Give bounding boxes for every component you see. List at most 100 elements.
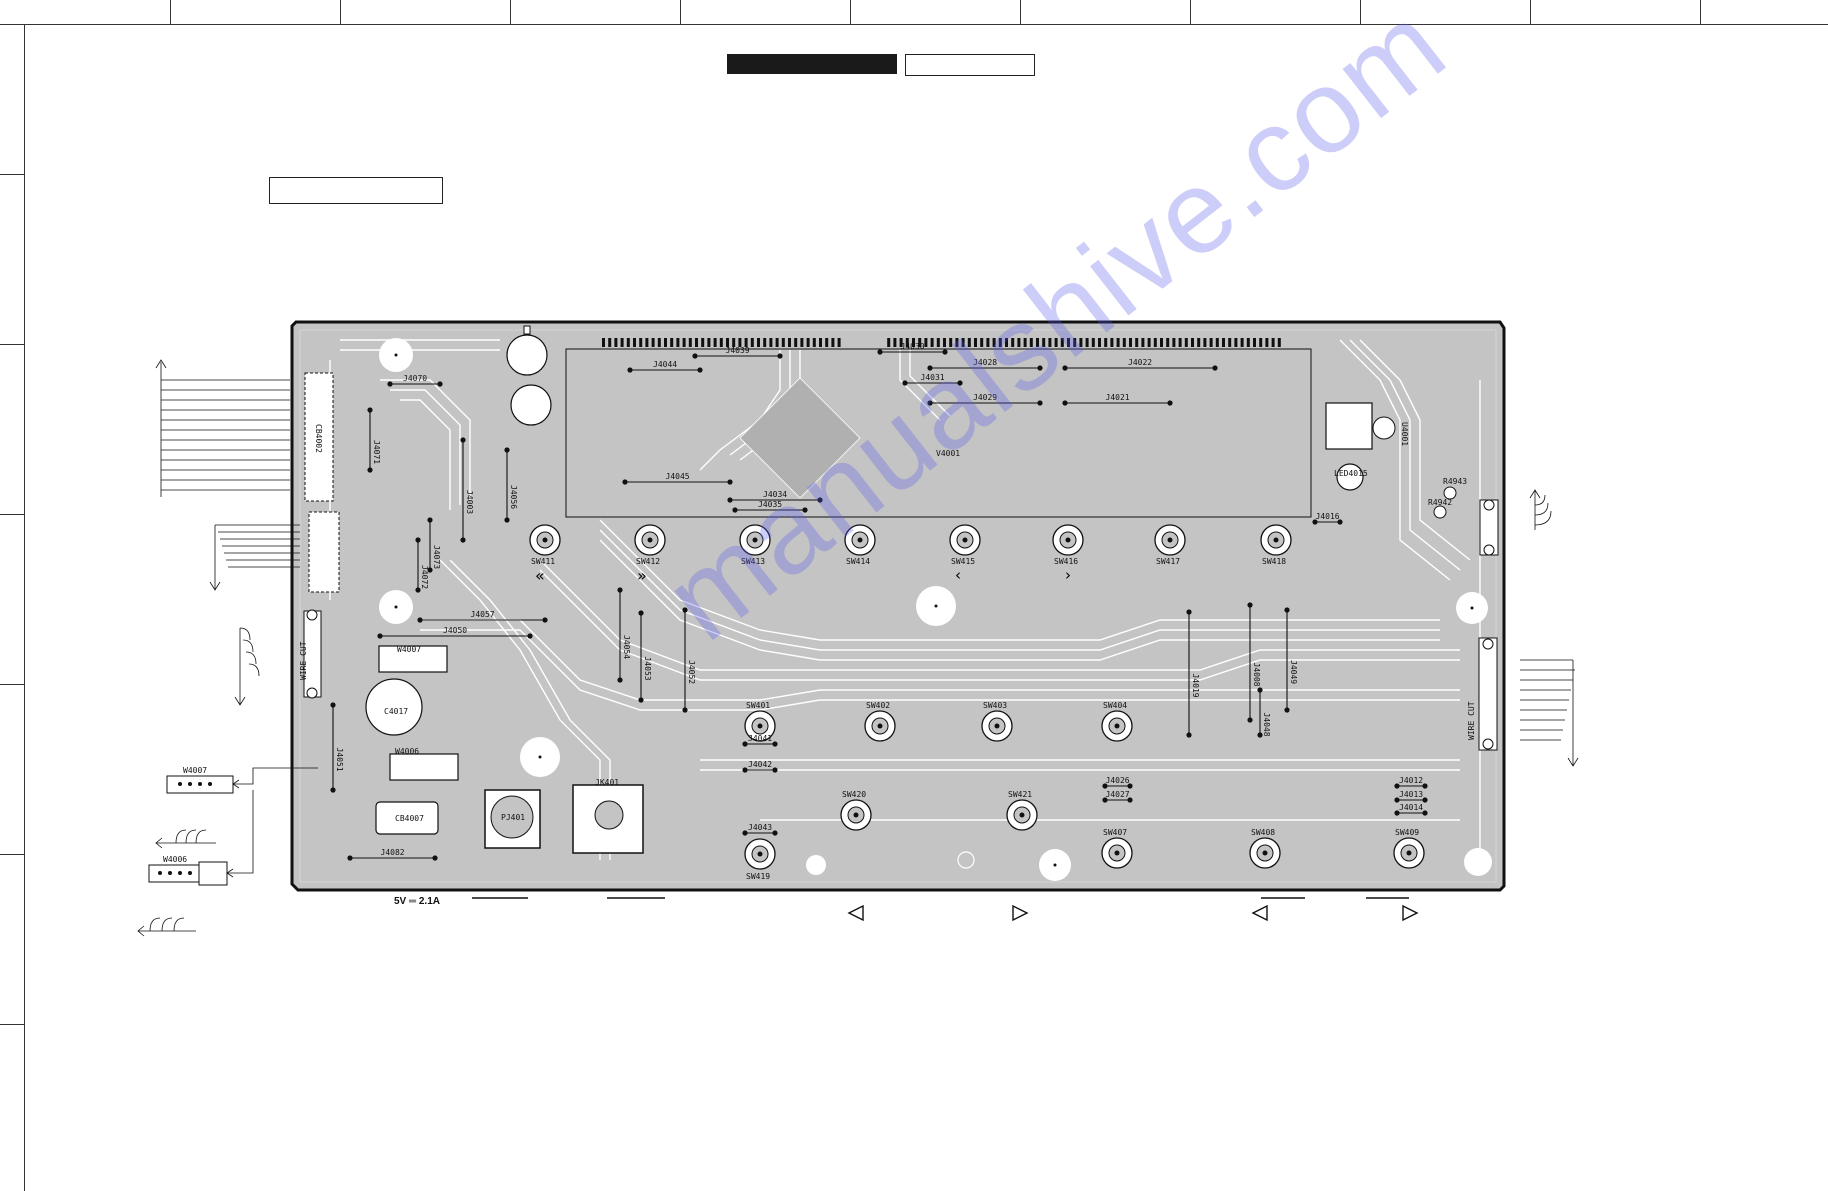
jumper-j4008: J4008 [1247, 602, 1261, 723]
jumper-j4031: J4031 [902, 373, 963, 386]
jumper-label: J4014 [1399, 803, 1423, 812]
jumper-label: J4053 [643, 657, 652, 681]
jumper-j4019: J4019 [1186, 609, 1200, 738]
jumper-j4050: J4050 [377, 626, 533, 639]
switch-sw420: SW420 [840, 790, 872, 831]
switch-label: SW421 [1008, 790, 1032, 799]
wire-cut-right-lower: WIRE CUT [1467, 637, 1498, 751]
switch-sw416: SW416 [1052, 524, 1084, 566]
switch-label: SW413 [741, 557, 765, 566]
switch-label: SW407 [1103, 828, 1127, 837]
left-wire-bundle-small [234, 627, 260, 706]
jumper-label: J4052 [687, 660, 696, 684]
jumper-j4052: J4052 [682, 607, 696, 713]
jumper-label: J4072 [420, 565, 429, 589]
jumper-label: J4070 [403, 374, 427, 383]
jumper-label: J4028 [973, 358, 997, 367]
bottom-arrow-symbols [847, 904, 1419, 922]
switch-label: SW401 [746, 701, 770, 710]
ruler-mark [0, 174, 24, 175]
ruler-mark [0, 684, 24, 685]
jumper-j4029: J4029 [927, 393, 1043, 406]
switch-sw409: SW409 [1393, 828, 1425, 869]
jumper-j4039: J4039 [692, 346, 783, 359]
jumper-label: J4045 [666, 472, 690, 481]
jumper-j4057: J4057 [417, 610, 548, 623]
wire-cut-right-upper [1479, 499, 1499, 556]
jumper-label: J4073 [432, 545, 441, 569]
connector-w4006-board: W4006 [389, 747, 459, 781]
connector-cb4002: CB4002 [304, 372, 334, 502]
ruler-tick [1530, 0, 1531, 24]
jumper-label: J4044 [653, 360, 677, 369]
switch-sw417: SW417 [1154, 524, 1186, 566]
svg-text:V4001: V4001 [936, 449, 960, 458]
jumper-label: J4026 [1106, 776, 1130, 785]
ruler-tick [170, 0, 171, 24]
switch-label: SW403 [983, 701, 1007, 710]
switch-sw421: SW421 [1006, 790, 1038, 831]
jumper-j4044: J4044 [627, 360, 703, 373]
jumper-j4014: J4014 [1394, 803, 1428, 816]
jumper-j4071: J4071 [367, 407, 381, 473]
jumper-label: J4022 [1128, 358, 1152, 367]
jumper-j4028: J4028 [927, 358, 1043, 371]
left-wire-bundle-upper [155, 359, 290, 497]
title-block-empty [905, 54, 1035, 76]
jumper-label: J4013 [1399, 790, 1423, 799]
headphone-jack-pj401: PJ401 [484, 789, 541, 849]
right-wire-bundle-lower [1520, 659, 1579, 767]
connector-cb4007: CB4007 [375, 801, 439, 835]
jumper-label: J4029 [973, 393, 997, 402]
power-rating-label: 5V ═ 2.1A [394, 896, 440, 907]
resistor-r4942: R4942 [1428, 498, 1452, 519]
switch-sw403: SW403 [981, 701, 1013, 742]
jumper-label: J4082 [381, 848, 405, 857]
right-wire-bundle-upper [1529, 489, 1552, 530]
jumper-j4042: J4042 [742, 760, 778, 773]
svg-text:W4006: W4006 [395, 747, 419, 756]
svg-text:PJ401: PJ401 [501, 813, 525, 822]
left-wire-bundle-lower [209, 524, 300, 591]
svg-text:U4001: U4001 [1400, 422, 1409, 446]
jumper-label: J4012 [1399, 776, 1423, 785]
switch-label: SW416 [1054, 557, 1078, 566]
svg-text:W4007: W4007 [183, 766, 207, 775]
switch-label: SW419 [746, 872, 770, 881]
ruler-tick [1360, 0, 1361, 24]
jumper-label: J4050 [443, 626, 467, 635]
switch-label: SW402 [866, 701, 890, 710]
jumper-label: J4016 [1316, 512, 1340, 521]
jumper-j4013: J4013 [1394, 790, 1428, 803]
switch-sw418: SW418 [1260, 524, 1292, 566]
jumper-label: J4035 [758, 500, 782, 509]
switch-label: SW411 [531, 557, 555, 566]
rew-symbol: « [535, 566, 545, 585]
switch-sw401: SW401 [744, 701, 776, 742]
jumper-label: J4003 [465, 490, 474, 514]
jumper-j4054: J4054 [617, 587, 631, 683]
top-pin-strip [602, 338, 1281, 347]
ruler-tick [850, 0, 851, 24]
ruler-tick [340, 0, 341, 24]
jumper-j4022: J4022 [1062, 358, 1218, 371]
jumper-j4027: J4027 [1102, 790, 1133, 803]
switch-label: SW404 [1103, 701, 1127, 710]
jumper-label: J4056 [509, 485, 518, 509]
switch-label: SW412 [636, 557, 660, 566]
ruler-tick [1700, 0, 1701, 24]
ir-receiver-u4001: U4001 [1325, 402, 1409, 450]
jumper-label: J4019 [1191, 674, 1200, 698]
connector-cb4003 [308, 511, 340, 593]
jumper-label: J4030 [901, 342, 925, 351]
top-ruler [0, 0, 1828, 25]
svg-text:R4942: R4942 [1428, 498, 1452, 507]
svg-text:W4006: W4006 [163, 855, 187, 864]
jumper-label: J4048 [1262, 713, 1271, 737]
switch-sw402: SW402 [864, 701, 896, 742]
resistor-r4943: R4943 [1443, 477, 1467, 500]
switch-sw412: SW412 [634, 524, 666, 566]
jumper-j4072: J4072 [415, 537, 429, 593]
